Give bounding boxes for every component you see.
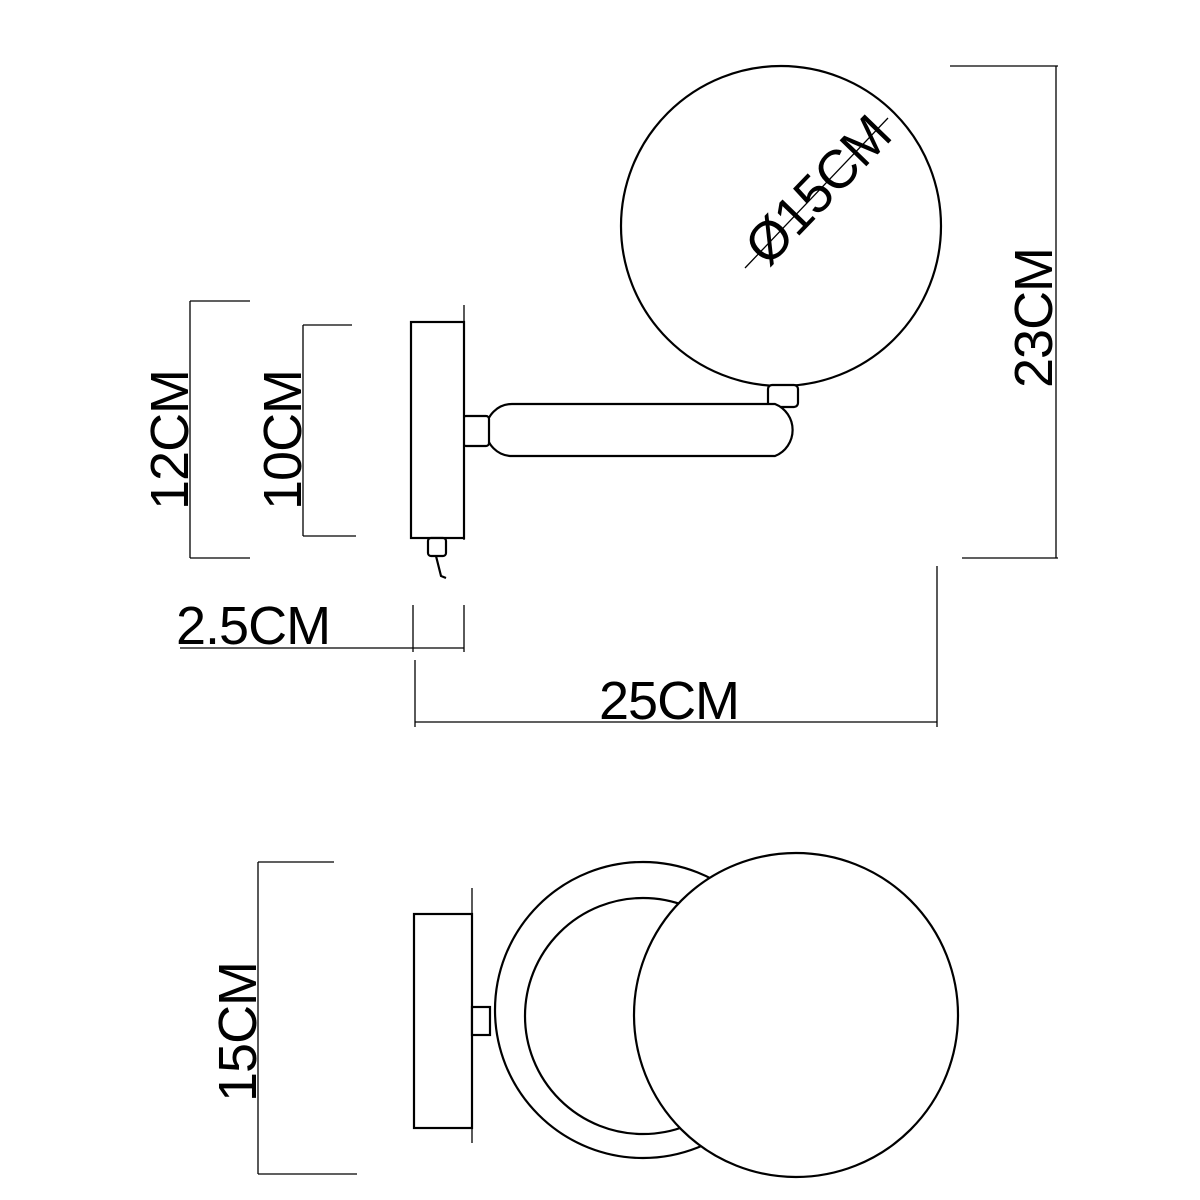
- diameter-label: Ø15CM: [733, 104, 902, 276]
- wall-plate: [409, 320, 466, 540]
- side-view: Ø15CM 12CM 10CM: [140, 64, 1064, 731]
- backplate-inner-height-dimension: 10CM: [253, 324, 356, 537]
- projection-length-label: 25CM: [599, 671, 739, 731]
- backplate-outer-height-dimension: 12CM: [140, 300, 250, 559]
- backplate-depth-label: 2.5CM: [176, 596, 330, 656]
- arm-connector: [461, 414, 491, 448]
- backplate-outer-height-label: 12CM: [140, 370, 200, 510]
- switch-toggle: [434, 555, 447, 580]
- front-wall-plate: [412, 912, 474, 1130]
- projection-length-dimension: 25CM: [414, 566, 938, 731]
- total-height-label: 23CM: [1004, 248, 1064, 388]
- front-height-dimension: 15CM: [208, 861, 357, 1175]
- lamp-arm: [484, 402, 794, 458]
- front-height-label: 15CM: [208, 962, 268, 1102]
- globe-holder: [766, 383, 800, 409]
- front-arm-connector: [470, 1005, 492, 1037]
- switch-housing: [426, 536, 448, 558]
- front-globe: [632, 851, 960, 1179]
- front-view: 15CM: [208, 851, 960, 1179]
- diameter-leader-line: [744, 117, 889, 269]
- backplate-depth-dimension: 2.5CM: [176, 596, 465, 656]
- total-height-dimension: 23CM: [950, 65, 1064, 559]
- backplate-inner-height-label: 10CM: [253, 370, 313, 510]
